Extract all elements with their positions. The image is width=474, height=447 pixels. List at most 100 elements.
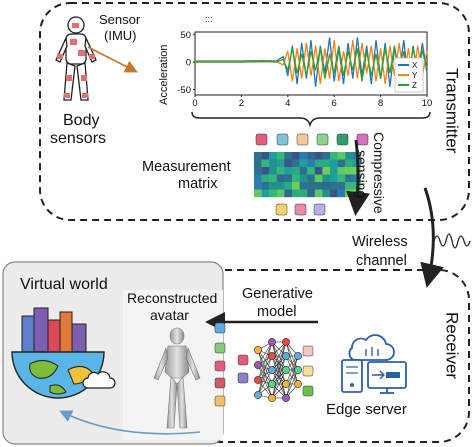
tile-bottom-2: [294, 203, 307, 216]
matrix-cell: [292, 174, 300, 183]
matrix-cell: [261, 174, 270, 183]
chart-brace: [191, 111, 431, 128]
nn-edge: [257, 364, 273, 399]
matrix-cell: [330, 167, 338, 175]
nn-edge: [285, 355, 299, 385]
nn-edge: [257, 364, 273, 385]
matrix-cell: [292, 159, 300, 168]
matrix-cell: [330, 174, 338, 183]
matrix-cell: [322, 167, 331, 175]
nn-edge: [257, 341, 273, 396]
body-sensors-line2: sensors: [50, 130, 106, 147]
output-tiles: [302, 345, 314, 397]
matrix-cell: [330, 182, 338, 190]
globe-city-icon: [11, 307, 116, 399]
matrix-cell: [292, 152, 300, 160]
nn-node: [282, 394, 290, 402]
nn-edge: [257, 349, 273, 371]
matrix-cell: [337, 174, 346, 183]
matrix-cell: [314, 159, 323, 168]
tile-top-4: [316, 133, 329, 146]
chart-y-tick-0: 50: [180, 30, 191, 41]
nn-edge: [271, 355, 287, 399]
chart-x-tick-2: 4: [285, 98, 290, 109]
matrix-cell: [314, 174, 323, 183]
edge-server-label: Edge server: [326, 401, 407, 418]
nn-edge: [285, 355, 299, 399]
matrix-cell: [345, 167, 353, 175]
matrix-cell: [261, 182, 270, 190]
nn-node: [282, 366, 290, 374]
input-tile-3: [214, 360, 226, 372]
tile-top-2: [276, 133, 289, 146]
matrix-cell: [330, 159, 338, 168]
nn-node: [282, 380, 290, 388]
matrix-cell: [269, 189, 277, 198]
tile-bottom-1: [275, 203, 288, 216]
matrix-cell: [337, 189, 346, 198]
matrix-cell: [307, 159, 315, 168]
measurement-tiles-bottom: [275, 203, 326, 216]
matrix-cell: [314, 167, 323, 175]
matrix-cell: [284, 167, 293, 175]
wireless-label-line2: channel: [356, 253, 407, 269]
nn-edge: [285, 369, 299, 399]
generative-label-line2: model: [257, 304, 297, 320]
matrix-cell: [284, 174, 293, 183]
matrix-cell: [276, 182, 285, 190]
body-sensors-line1: Body: [63, 112, 99, 129]
transmitter-label: Transmitter: [443, 68, 462, 154]
matrix-cell: [269, 152, 277, 160]
output-tile-3: [302, 385, 314, 397]
virtual-world-title: Virtual world: [20, 276, 108, 293]
matrix-cell: [254, 152, 262, 160]
matrix-cell: [276, 152, 285, 160]
matrix-cell: [322, 174, 331, 183]
chart-y-tick-2: -50: [177, 85, 191, 96]
input-tile-5: [214, 395, 226, 407]
matrix-cell: [254, 182, 262, 190]
nn-node: [294, 380, 302, 388]
matrix-cell: [292, 182, 300, 190]
output-tile-2: [302, 365, 314, 377]
matrix-cell: [337, 182, 346, 190]
matrix-cell: [345, 159, 353, 168]
chart-legend-label-y: Y: [412, 71, 418, 80]
chart-corner-marker: :::: [205, 14, 213, 24]
matrix-cell: [337, 167, 346, 175]
matrix-cell: [307, 189, 315, 198]
chart-x-tick-3: 6: [332, 98, 337, 109]
chart-y-axis-label: Acceleration: [158, 44, 170, 105]
edge-server-icon: [341, 334, 407, 394]
nn-node: [254, 346, 262, 354]
matrix-cell: [337, 152, 346, 160]
transmitter-box: [39, 2, 470, 221]
tile-top-3: [296, 133, 309, 146]
matrix-cell: [307, 174, 315, 183]
matrix-cell: [269, 159, 277, 168]
nn-node: [268, 338, 276, 346]
reconstructed-label-line1: Reconstructed: [127, 290, 217, 306]
chart-legend-label-z: Z: [412, 81, 417, 90]
compressive-sensing-arrow: [346, 139, 370, 216]
nn-node: [268, 394, 276, 402]
nn-edge: [257, 341, 273, 381]
matrix-cell: [261, 152, 270, 160]
tile-top-1: [255, 133, 268, 146]
matrix-cell: [314, 182, 323, 190]
matrix-cell: [307, 152, 315, 160]
input-tile-7: [237, 372, 249, 384]
measurement-tiles-top: [255, 133, 369, 146]
avatar-to-world-arrow: [59, 410, 201, 435]
input-tile-6: [237, 354, 249, 366]
nn-edge: [271, 369, 287, 399]
sensor-label-line2: (IMU): [104, 28, 137, 43]
matrix-cell: [284, 182, 293, 190]
nn-node: [294, 352, 302, 360]
matrix-cell: [330, 152, 338, 160]
matrix-cell: [322, 159, 331, 168]
matrix-cell: [254, 159, 262, 168]
matrix-cell: [299, 174, 308, 183]
matrix-cell: [254, 189, 262, 198]
